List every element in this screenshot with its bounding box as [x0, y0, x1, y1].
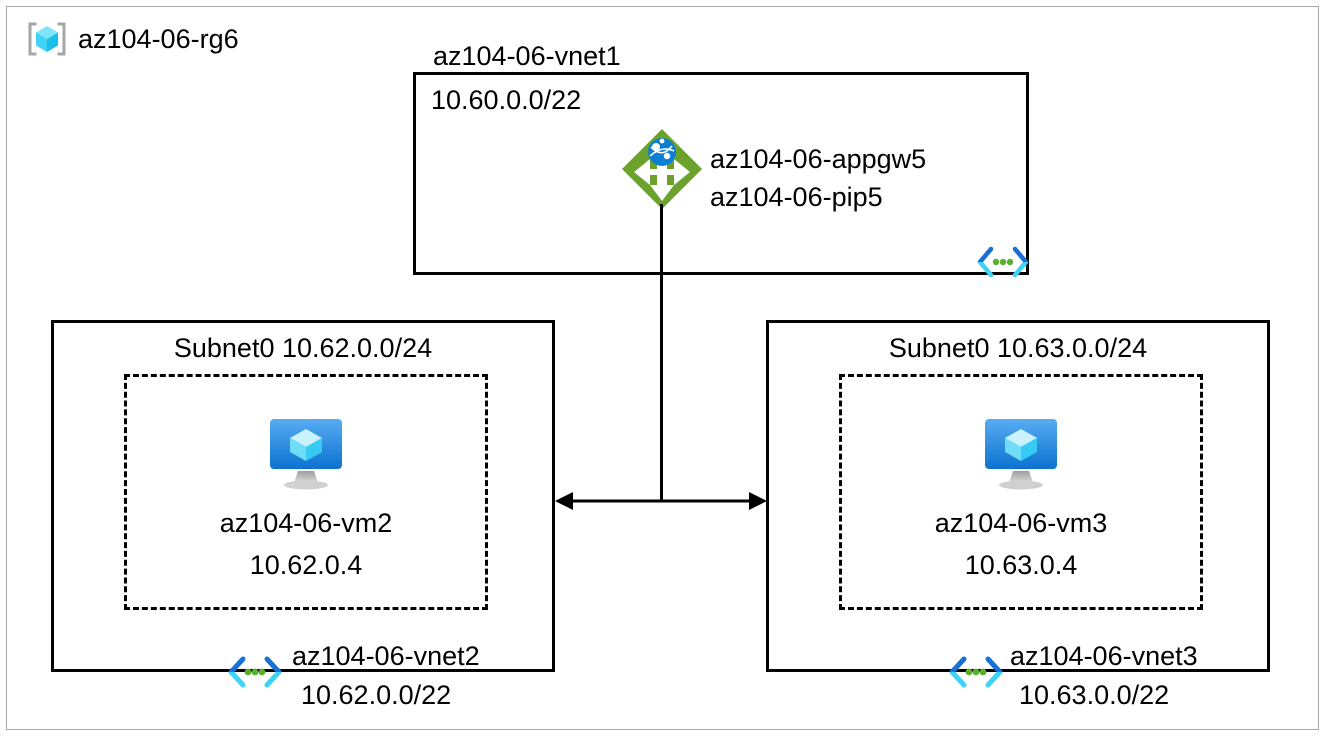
vnet2-subnet-label: Subnet0 10.62.0.0/24 — [173, 333, 433, 363]
vnet1-virtual-network-icon — [976, 246, 1030, 278]
resource-group-header: az104-06-rg6 — [26, 18, 239, 60]
vnet3-vm-ip: 10.63.0.4 — [964, 550, 1078, 580]
appgw-public-ip: az104-06-pip5 — [710, 182, 883, 212]
vnet2-virtual-network-icon — [226, 655, 284, 689]
vnet1-box — [413, 72, 1029, 275]
vnet3-subnet-label: Subnet0 10.63.0.0/24 — [888, 333, 1148, 363]
vnet3-vm-name: az104-06-vm3 — [934, 508, 1108, 538]
resource-group-cube-icon — [26, 18, 68, 60]
vnet2-subnet-dashed-box — [124, 374, 488, 610]
vnet3-box — [766, 320, 1270, 672]
vnet1-cidr: 10.60.0.0/22 — [431, 85, 582, 115]
vnet2-vm-name: az104-06-vm2 — [219, 508, 393, 538]
vnet3-virtual-machine-icon — [973, 417, 1069, 491]
vnet2-cidr: 10.62.0.0/22 — [301, 680, 452, 710]
vnet2-box — [51, 320, 555, 672]
vnet2-name: az104-06-vnet2 — [292, 641, 480, 671]
vnet3-subnet-dashed-box — [839, 374, 1203, 610]
resource-group-name: az104-06-rg6 — [78, 23, 239, 54]
vnet3-cidr: 10.63.0.0/22 — [1019, 680, 1170, 710]
vnet3-virtual-network-icon — [947, 655, 1005, 689]
vnet1-title: az104-06-vnet1 — [433, 41, 621, 71]
appgw-name: az104-06-appgw5 — [710, 144, 927, 174]
vnet-peering-arrow — [555, 492, 767, 510]
vnet3-name: az104-06-vnet3 — [1010, 641, 1198, 671]
vnet2-virtual-machine-icon — [258, 417, 354, 491]
application-gateway-icon — [620, 127, 704, 211]
appgw-connector-line — [660, 204, 663, 501]
vnet2-vm-ip: 10.62.0.4 — [249, 550, 363, 580]
